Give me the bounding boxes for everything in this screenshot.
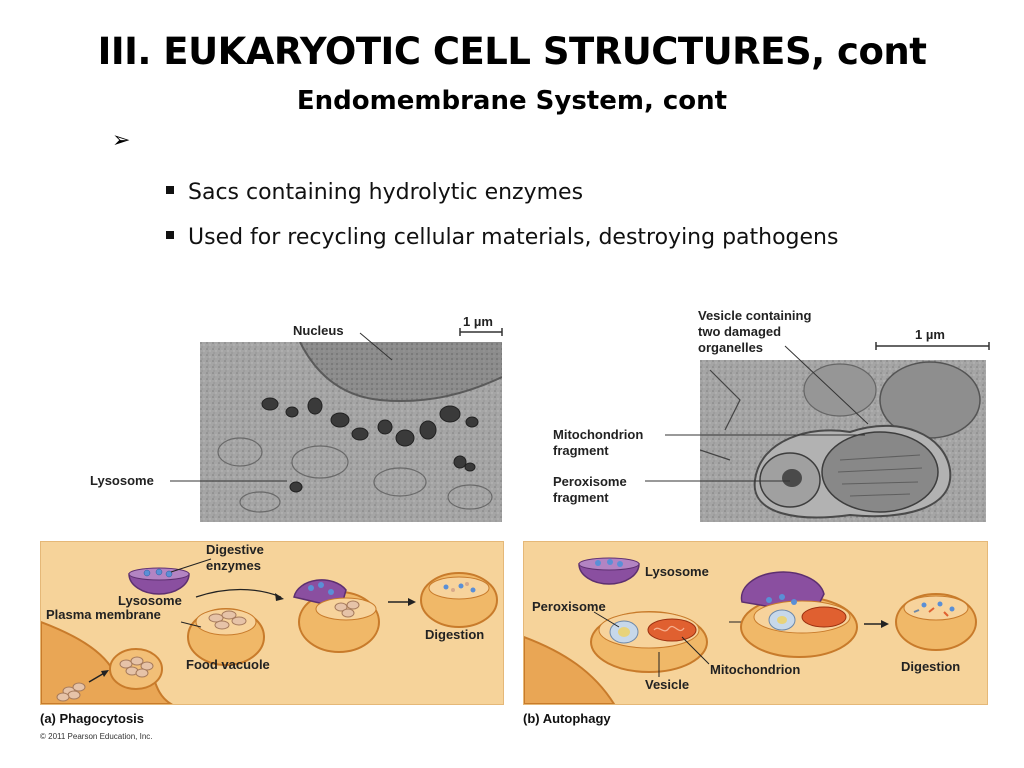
- label-mito-line: fragment: [553, 443, 609, 458]
- bullet-text: Used for recycling cellular materials, d…: [188, 225, 839, 250]
- label-digestive-line: enzymes: [206, 558, 261, 573]
- label-food-vacuole: Food vacuole: [186, 657, 270, 672]
- label-lysosome-micrograph: Lysosome: [90, 473, 154, 488]
- label-vesicle-containing: Vesicle containing two damaged organelle…: [698, 308, 811, 356]
- bullet-item: Used for recycling cellular materials, d…: [166, 225, 838, 250]
- caption-phagocytosis: (a) Phagocytosis: [40, 711, 145, 726]
- square-bullet-icon: [166, 231, 174, 239]
- label-vesicle-line: two damaged: [698, 324, 782, 339]
- label-lysosome-b: Lysosome: [645, 564, 709, 579]
- label-digestion-b: Digestion: [901, 659, 961, 674]
- micrograph-lysosome: [200, 341, 503, 522]
- label-vesicle: Vesicle: [645, 677, 690, 692]
- square-bullet-icon: [166, 186, 174, 194]
- panel-autophagy: [523, 541, 988, 705]
- copyright-notice: © 2011 Pearson Education, Inc.: [40, 732, 153, 741]
- label-perox-line: fragment: [553, 490, 609, 505]
- bullet-item: Sacs containing hydrolytic enzymes: [166, 180, 583, 205]
- label-nucleus: Nucleus: [293, 323, 344, 338]
- label-vesicle-line: Vesicle containing: [698, 308, 812, 323]
- label-plasma-membrane: Plasma membrane: [46, 607, 161, 622]
- label-mitochondrion-fragment: Mitochondrion fragment: [553, 427, 643, 459]
- label-lysosome-a: Lysosome: [118, 593, 182, 608]
- label-mito-line: Mitochondrion: [553, 427, 644, 442]
- micrograph-autophagy: [699, 360, 986, 522]
- micrograph-lysosome-image: [200, 341, 503, 522]
- label-digestive-enzymes: Digestive enzymes: [206, 542, 264, 574]
- label-peroxisome-fragment: Peroxisome fragment: [553, 474, 627, 506]
- slide-subtitle: Endomembrane System, cont: [296, 86, 728, 116]
- slide-title: III. EUKARYOTIC CELL STRUCTURES, cont: [97, 30, 927, 73]
- micrograph-autophagy-image: [699, 360, 986, 522]
- label-digestive-line: Digestive: [206, 542, 264, 557]
- arrow-bullet-icon: ➢: [112, 128, 131, 153]
- bullet-text: Sacs containing hydrolytic enzymes: [188, 180, 584, 205]
- panel-phagocytosis: [40, 541, 504, 705]
- label-digestion-a: Digestion: [425, 627, 485, 642]
- caption-autophagy: (b) Autophagy: [523, 711, 611, 726]
- scale-bar-label: 1 µm: [915, 327, 945, 342]
- phagocytosis-diagram: [40, 558, 498, 705]
- label-perox-line: Peroxisome: [553, 474, 627, 489]
- label-peroxisome: Peroxisome: [532, 599, 606, 614]
- autophagy-diagram: [523, 557, 977, 705]
- label-vesicle-line: organelles: [698, 340, 764, 355]
- scale-bar-label: 1 µm: [463, 314, 493, 329]
- label-mitochondrion: Mitochondrion: [710, 662, 801, 677]
